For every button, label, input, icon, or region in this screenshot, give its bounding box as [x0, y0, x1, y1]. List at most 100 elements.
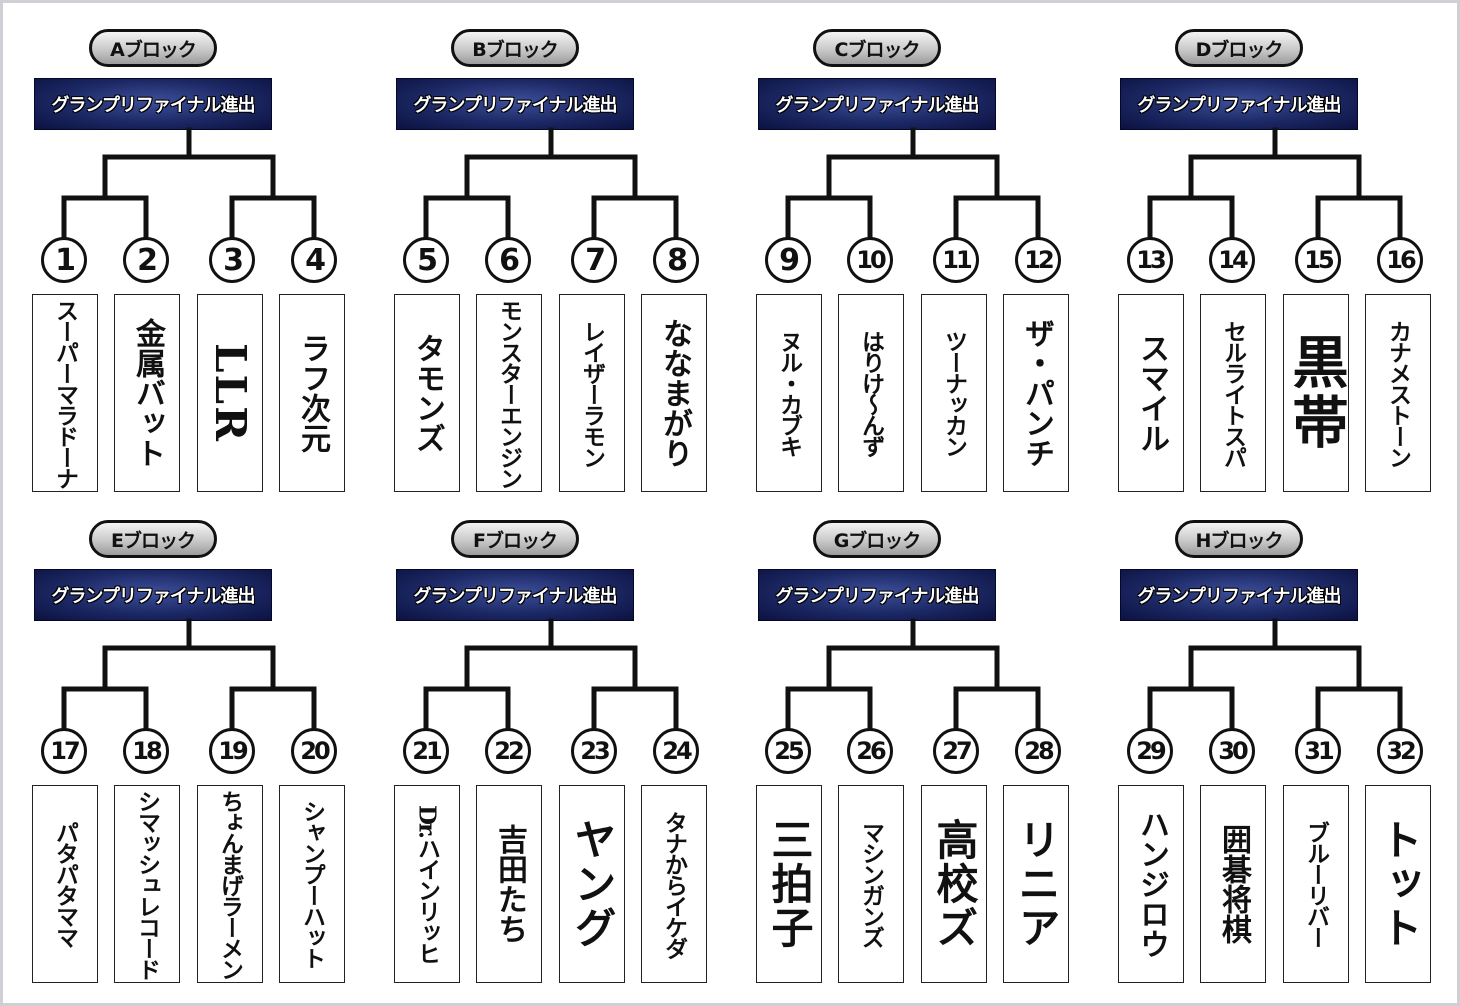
- entrant-name-box: リニア: [1003, 785, 1069, 983]
- entrant-name: リニア: [1012, 818, 1061, 950]
- entrant-name: 金属バット: [130, 318, 165, 468]
- block-label: Fブロック: [451, 520, 579, 558]
- entrant-name-box: マシンガンズ: [838, 785, 904, 983]
- seed-number: 20: [291, 728, 337, 774]
- seed-number: 5: [403, 237, 449, 283]
- entrant-name-box: タモンズ: [394, 294, 460, 492]
- entrant-name-box: タナからイケダ: [641, 785, 707, 983]
- seed-number: 14: [1209, 237, 1255, 283]
- entrant-name: 高校ズ: [930, 818, 979, 950]
- seed-number: 17: [41, 728, 87, 774]
- seed-number: 13: [1127, 237, 1173, 283]
- seed-number: 26: [847, 728, 893, 774]
- entrant-name-box: ちょんまげラーメン: [197, 785, 263, 983]
- seed-number: 1: [41, 237, 87, 283]
- entrant-name-box: 高校ズ: [921, 785, 987, 983]
- entrant-name-box: ツーナッカン: [921, 294, 987, 492]
- entrant-name: タナからイケダ: [660, 810, 688, 958]
- block-label: Gブロック: [813, 520, 941, 558]
- entrant-name-box: シマッシュレコード: [114, 785, 180, 983]
- seed-number: 32: [1377, 728, 1423, 774]
- bracket-lines: [785, 618, 1041, 731]
- bracket-lines: [1147, 127, 1403, 240]
- seed-number: 24: [653, 728, 699, 774]
- final-advance-banner: グランプリファイナル進出: [758, 78, 996, 130]
- entrant-name-box: 囲碁将棋: [1200, 785, 1266, 983]
- block-label: Bブロック: [451, 29, 579, 67]
- entrant-name: シマッシュレコード: [133, 789, 161, 979]
- bracket-lines: [61, 127, 317, 240]
- entrant-name-box: Dr.ハインリッヒ: [394, 785, 460, 983]
- entrant-name-box: ななまがり: [641, 294, 707, 492]
- bracket-lines: [1147, 618, 1403, 731]
- bracket-lines: [423, 127, 679, 240]
- entrant-name-box: セルライトスパ: [1200, 294, 1266, 492]
- seed-number: 28: [1015, 728, 1061, 774]
- entrant-name: ヌル・カブキ: [775, 330, 803, 456]
- entrant-name-box: LLR: [197, 294, 263, 492]
- entrant-name-box: はりけ〜んず: [838, 294, 904, 492]
- entrant-name: 黒帯: [1283, 333, 1349, 453]
- final-advance-banner: グランプリファイナル進出: [758, 569, 996, 621]
- entrant-name: トット: [1374, 818, 1423, 950]
- entrant-name: タモンズ: [410, 333, 445, 453]
- entrant-name-box: ヌル・カブキ: [756, 294, 822, 492]
- entrant-name-box: パタパタママ: [32, 785, 98, 983]
- seed-number: 15: [1295, 237, 1341, 283]
- seed-number: 23: [571, 728, 617, 774]
- seed-number: 3: [209, 237, 255, 283]
- block-label: Aブロック: [89, 29, 217, 67]
- seed-number: 10: [847, 237, 893, 283]
- entrant-name-box: シャンプーハット: [279, 785, 345, 983]
- entrant-name-box: 黒帯: [1283, 294, 1349, 492]
- entrant-name: 囲碁将棋: [1216, 824, 1251, 944]
- entrant-name: スーパーマラドーナ: [51, 298, 79, 488]
- entrant-name: 三拍子: [765, 818, 814, 950]
- seed-number: 11: [933, 237, 979, 283]
- final-advance-banner: グランプリファイナル進出: [396, 78, 634, 130]
- seed-number: 21: [403, 728, 449, 774]
- seed-number: 2: [123, 237, 169, 283]
- entrant-name-box: 三拍子: [756, 785, 822, 983]
- seed-number: 8: [653, 237, 699, 283]
- block-label: Eブロック: [89, 520, 217, 558]
- entrant-name: マシンガンズ: [857, 821, 885, 947]
- bracket-lines: [785, 127, 1041, 240]
- seed-number: 30: [1209, 728, 1255, 774]
- seed-number: 7: [571, 237, 617, 283]
- entrant-name-box: スマイル: [1118, 294, 1184, 492]
- entrant-name-box: 吉田たち: [476, 785, 542, 983]
- entrant-name-box: モンスターエンジン: [476, 294, 542, 492]
- entrant-name-box: トット: [1365, 785, 1431, 983]
- entrant-name: パタパタママ: [51, 821, 79, 947]
- bracket-lines: [61, 618, 317, 731]
- entrant-name-box: スーパーマラドーナ: [32, 294, 98, 492]
- entrant-name-box: レイザーラモン: [559, 294, 625, 492]
- entrant-name-box: ブルーリバー: [1283, 785, 1349, 983]
- seed-number: 16: [1377, 237, 1423, 283]
- block-e: Eブロック グランプリファイナル進出 17 パタパタママ 18 シマッシュレコード 19…: [6, 494, 345, 983]
- entrant-name: Dr.ハインリッヒ: [413, 805, 441, 963]
- seed-number: 19: [209, 728, 255, 774]
- final-advance-banner: グランプリファイナル進出: [1120, 78, 1358, 130]
- seed-number: 25: [765, 728, 811, 774]
- entrant-name: セルライトスパ: [1219, 319, 1247, 467]
- final-advance-banner: グランプリファイナル進出: [396, 569, 634, 621]
- seed-number: 18: [123, 728, 169, 774]
- bracket-lines: [423, 618, 679, 731]
- seed-number: 6: [485, 237, 531, 283]
- seed-number: 31: [1295, 728, 1341, 774]
- final-advance-banner: グランプリファイナル進出: [34, 569, 272, 621]
- seed-number: 22: [485, 728, 531, 774]
- entrant-name-box: ラフ次元: [279, 294, 345, 492]
- entrant-name: カナメストーン: [1384, 319, 1412, 467]
- entrant-name: ブルーリバー: [1302, 821, 1330, 947]
- entrant-name-box: ハンジロウ: [1118, 785, 1184, 983]
- entrant-name-box: ザ・パンチ: [1003, 294, 1069, 492]
